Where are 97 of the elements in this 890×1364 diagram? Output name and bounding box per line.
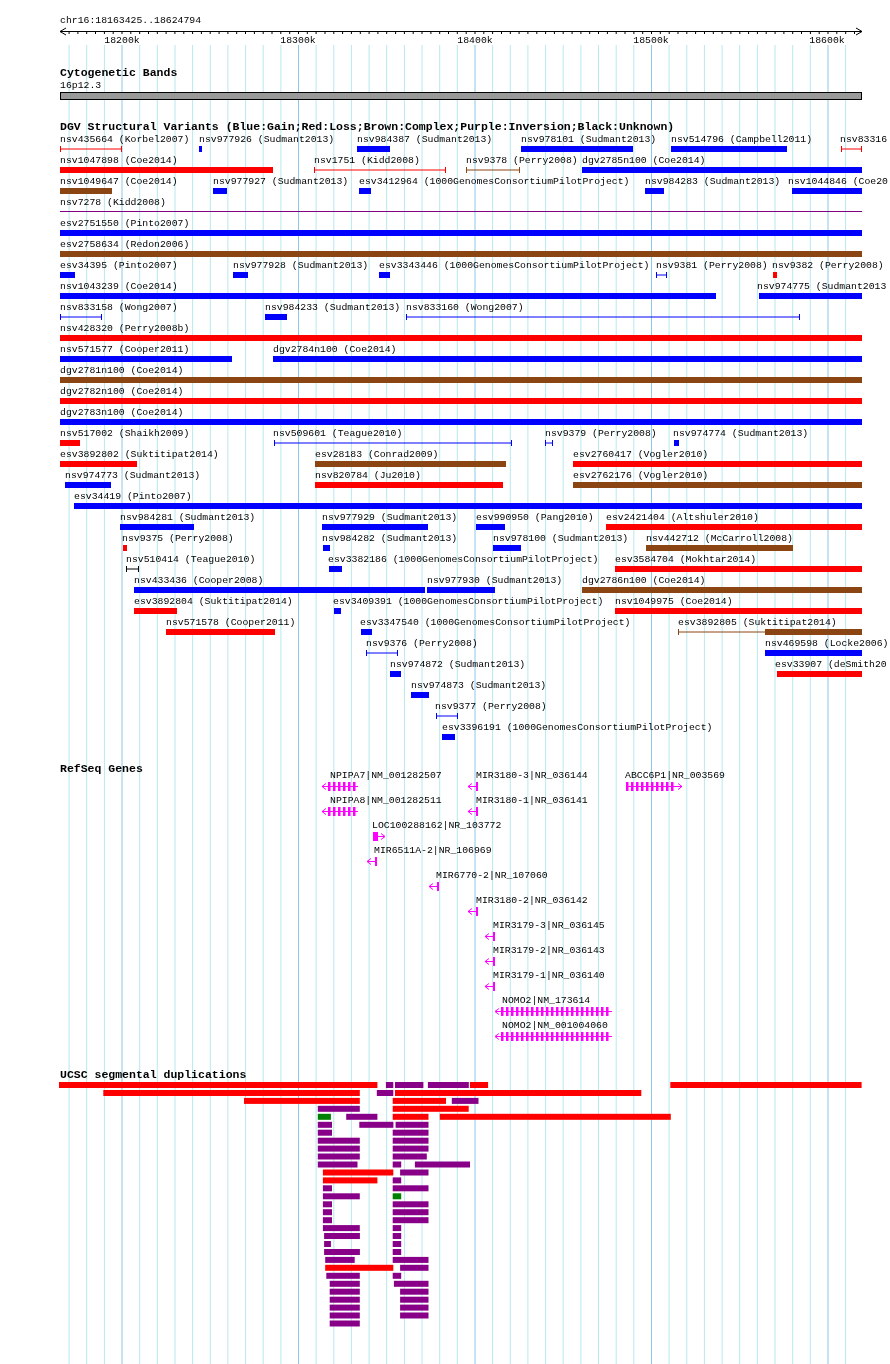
- gene-label: NPIPA7|NM_001282507: [330, 770, 442, 781]
- gene-label: ABCC6P1|NR_003569: [625, 770, 725, 781]
- variant-label: nsv977927 (Sudmant2013): [213, 176, 349, 187]
- gene-label: MIR6511A-2|NR_106969: [374, 845, 492, 856]
- variant-label: nsv571577 (Cooper2011): [60, 344, 190, 355]
- gene-label: MIR3180-3|NR_036144: [476, 770, 588, 781]
- variant-label: esv2760417 (Vogler2010): [573, 449, 709, 460]
- gene-label: MIR3180-1|NR_036141: [476, 795, 588, 806]
- variant-label: esv3892805 (Suktitipat2014): [678, 617, 837, 628]
- variant-label: nsv1049975 (Coe2014): [615, 596, 733, 607]
- variant-label: dgv2785n100 (Coe2014): [582, 155, 706, 166]
- variant-label: dgv2783n100 (Coe2014): [60, 407, 184, 418]
- variant-label: nsv433436 (Cooper2008): [134, 575, 264, 586]
- variant-label: esv2421404 (Altshuler2010): [606, 512, 759, 523]
- gene-label: NPIPA8|NM_001282511: [330, 795, 442, 806]
- variant-label: nsv974774 (Sudmant2013): [673, 428, 809, 439]
- position-label: chr16:18163425..18624794: [60, 15, 202, 26]
- gene-label: MIR3180-2|NR_036142: [476, 895, 588, 906]
- variant-label: nsv9381 (Perry2008): [656, 260, 768, 271]
- variant-label: nsv469598 (Locke2006): [765, 638, 889, 649]
- variant-label: nsv974872 (Sudmant2013): [390, 659, 526, 670]
- variant-label: nsv978101 (Sudmant2013): [521, 134, 657, 145]
- scale-tick-label: 18600k: [809, 35, 845, 46]
- variant-label: nsv1751 (Kidd2008): [314, 155, 420, 166]
- variant-label: esv3347540 (1000GenomesConsortiumPilotProject): [360, 617, 631, 628]
- variant-label: dgv2782n100 (Coe2014): [60, 386, 184, 397]
- variant-label: dgv2786n100 (Coe2014): [582, 575, 706, 586]
- variant-label: nsv442712 (McCarroll2008): [646, 533, 793, 544]
- variant-label: esv2751550 (Pinto2007): [60, 218, 190, 229]
- variant-label: dgv2781n100 (Coe2014): [60, 365, 184, 376]
- variant-label: nsv428320 (Perry2008b): [60, 323, 190, 334]
- variant-label: nsv435664 (Korbel2007): [60, 134, 190, 145]
- gene-label: NOMO2|NM_001004060: [502, 1020, 608, 1031]
- variant-label: nsv978100 (Sudmant2013): [493, 533, 629, 544]
- track-title: DGV Structural Variants (Blue:Gain;Red:Loss;Brown:Complex;Purple:Inversion;Black:Unknown): [60, 121, 675, 133]
- band-name: 16p12.3: [60, 80, 102, 91]
- variant-label: nsv833160 (Wong2007): [406, 302, 524, 313]
- variant-label: nsv984387 (Sudmant2013): [357, 134, 493, 145]
- variant-label: nsv7278 (Kidd2008): [60, 197, 166, 208]
- variant-label: nsv833158 (Wong2007): [60, 302, 178, 313]
- variant-label: esv3892804 (Suktitipat2014): [134, 596, 293, 607]
- variant-label: esv34419 (Pinto2007): [74, 491, 192, 502]
- variant-label: nsv509601 (Teague2010): [273, 428, 403, 439]
- gene-label: MIR6770-2|NR_107060: [436, 870, 548, 881]
- variant-label: esv34395 (Pinto2007): [60, 260, 178, 271]
- variant-label: nsv974775 (Sudmant2013: [757, 281, 887, 292]
- variant-label: nsv1047898 (Coe2014): [60, 155, 178, 166]
- variant-label: esv990950 (Pang2010): [476, 512, 594, 523]
- variant-label: nsv9382 (Perry2008): [772, 260, 884, 271]
- gene-label: LOC100288162|NR_103772: [372, 820, 502, 831]
- variant-label: nsv984233 (Sudmant2013): [265, 302, 401, 313]
- variant-label: esv2762176 (Vogler2010): [573, 470, 709, 481]
- variant-label: esv3396191 (1000GenomesConsortiumPilotProject): [442, 722, 713, 733]
- variant-label: esv28183 (Conrad2009): [315, 449, 439, 460]
- variant-label: nsv1044846 (Coe20: [788, 176, 888, 187]
- variant-label: nsv977926 (Sudmant2013): [199, 134, 335, 145]
- variant-label: nsv974873 (Sudmant2013): [411, 680, 547, 691]
- scale-tick-label: 18400k: [457, 35, 493, 46]
- track-title: RefSeq Genes: [60, 763, 143, 775]
- variant-label: esv3412964 (1000GenomesConsortiumPilotProject): [359, 176, 630, 187]
- variant-label: esv2758634 (Redon2006): [60, 239, 190, 250]
- variant-label: nsv984281 (Sudmant2013): [120, 512, 256, 523]
- variant-label: nsv571578 (Cooper2011): [166, 617, 296, 628]
- scale-tick-label: 18500k: [633, 35, 669, 46]
- variant-label: esv3409391 (1000GenomesConsortiumPilotProject): [333, 596, 604, 607]
- variant-label: nsv977929 (Sudmant2013): [322, 512, 458, 523]
- variant-label: nsv977930 (Sudmant2013): [427, 575, 563, 586]
- variant-label: nsv9376 (Perry2008): [366, 638, 478, 649]
- variant-label: esv3892802 (Suktitipat2014): [60, 449, 219, 460]
- variant-label: esv3343446 (1000GenomesConsortiumPilotProject): [379, 260, 650, 271]
- variant-label: nsv517002 (Shaikh2009): [60, 428, 190, 439]
- variant-label: nsv9379 (Perry2008): [545, 428, 657, 439]
- variant-label: dgv2784n100 (Coe2014): [273, 344, 397, 355]
- track-title: Cytogenetic Bands: [60, 67, 178, 79]
- variant-label: nsv974773 (Sudmant2013): [65, 470, 201, 481]
- gene-label: MIR3179-2|NR_036143: [493, 945, 605, 956]
- scale-tick-label: 18200k: [104, 35, 140, 46]
- scale-tick-label: 18300k: [280, 35, 316, 46]
- variant-label: nsv1043239 (Coe2014): [60, 281, 178, 292]
- variant-label: nsv820784 (Ju2010): [315, 470, 421, 481]
- variant-label: nsv510414 (Teague2010): [126, 554, 256, 565]
- variant-label: nsv83316: [840, 134, 888, 145]
- gene-label: MIR3179-3|NR_036145: [493, 920, 605, 931]
- variant-label: nsv9377 (Perry2008): [435, 701, 547, 712]
- gene-label: MIR3179-1|NR_036140: [493, 970, 605, 981]
- variant-label: esv3584704 (Mokhtar2014): [615, 554, 757, 565]
- variant-label: nsv984283 (Sudmant2013): [645, 176, 781, 187]
- variant-label: nsv984282 (Sudmant2013): [322, 533, 458, 544]
- variant-label: esv33907 (deSmith20: [775, 659, 887, 670]
- variant-label: nsv9378 (Perry2008): [466, 155, 578, 166]
- gene-label: NOMO2|NM_173614: [502, 995, 591, 1006]
- variant-label: esv3382186 (1000GenomesConsortiumPilotProject): [328, 554, 599, 565]
- variant-label: nsv514796 (Campbell2011): [671, 134, 813, 145]
- variant-label: nsv9375 (Perry2008): [122, 533, 234, 544]
- track-title: UCSC segmental duplications: [60, 1069, 247, 1081]
- variant-label: nsv977928 (Sudmant2013): [233, 260, 369, 271]
- variant-label: nsv1049647 (Coe2014): [60, 176, 178, 187]
